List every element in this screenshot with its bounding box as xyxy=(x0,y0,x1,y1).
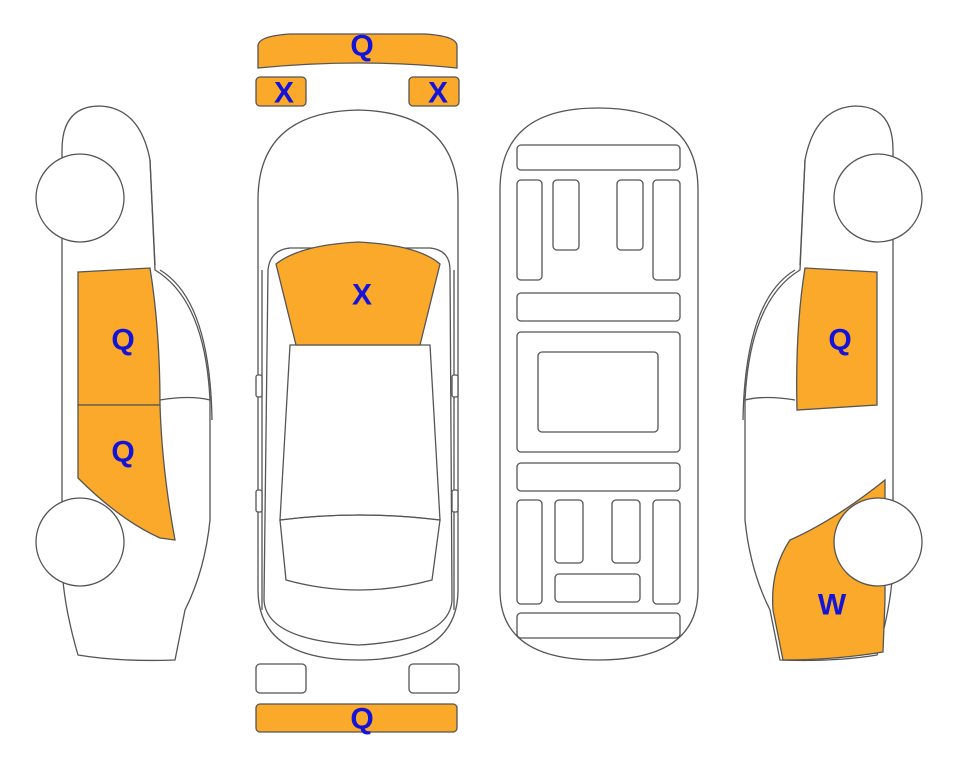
car-underside-view xyxy=(499,107,699,661)
right-front-wheel xyxy=(833,153,923,243)
right-front-door[interactable] xyxy=(796,267,878,411)
front-bumper[interactable] xyxy=(257,33,458,69)
front-left-light[interactable] xyxy=(255,76,307,107)
right-front-door-label: Q xyxy=(828,324,851,357)
left-rear-door[interactable] xyxy=(77,404,176,541)
windshield-label: X xyxy=(352,279,372,312)
left-front-door-label: Q xyxy=(111,324,134,357)
car-right-side xyxy=(742,105,923,662)
car-top-view xyxy=(255,109,459,661)
left-rear-wheel xyxy=(35,497,125,587)
left-rear-door-label: Q xyxy=(111,436,134,469)
windshield[interactable] xyxy=(275,241,441,346)
rear-bumper-label: Q xyxy=(350,703,373,736)
rear-bumper[interactable] xyxy=(255,703,458,733)
right-rear-quarter-label: W xyxy=(818,589,847,622)
left-front-wheel xyxy=(35,153,125,243)
rear-left-light[interactable] xyxy=(255,663,307,694)
front-right-light-label: X xyxy=(428,77,448,110)
front-left-light-label: X xyxy=(274,77,294,110)
right-rear-wheel xyxy=(833,497,923,587)
front-right-light[interactable] xyxy=(408,76,460,107)
rear-right-light[interactable] xyxy=(408,663,460,694)
front-bumper-label: Q xyxy=(350,30,373,63)
